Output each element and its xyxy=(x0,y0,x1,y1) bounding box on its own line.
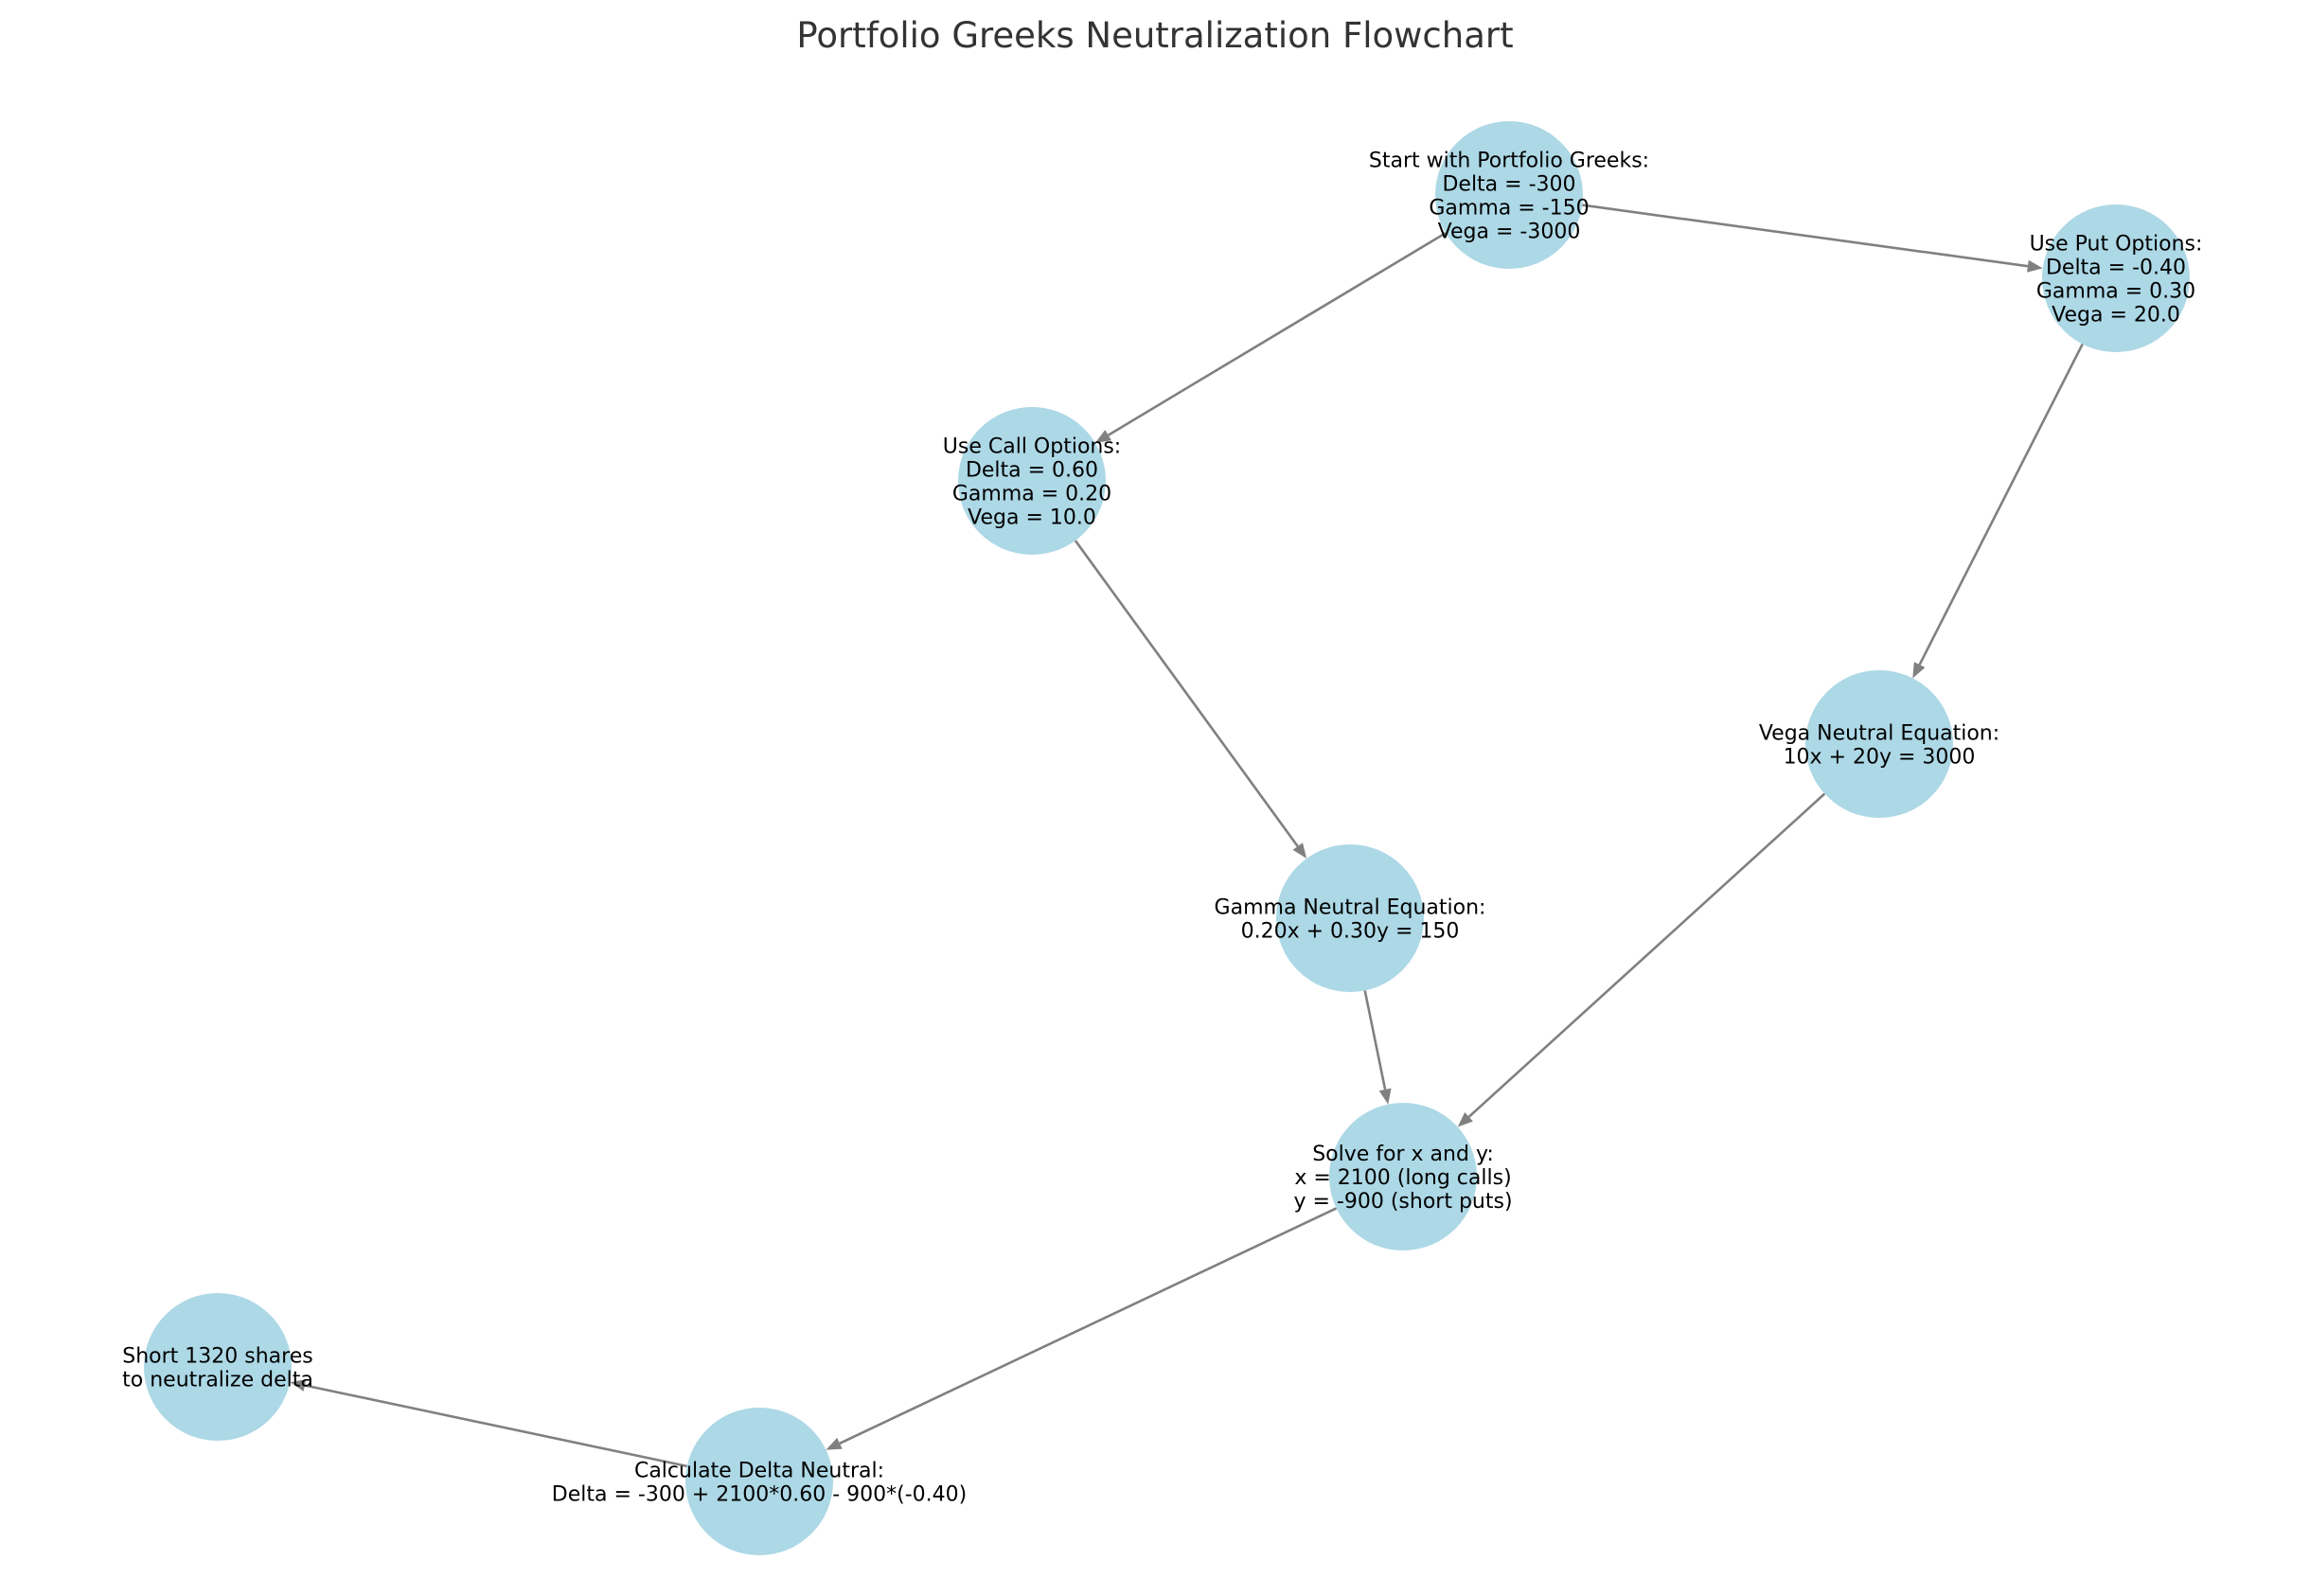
nodes-layer: Start with Portfolio Greeks:Delta = -300… xyxy=(122,121,2202,1555)
node-circle xyxy=(144,1293,292,1441)
node-circle xyxy=(1435,121,1583,269)
node-label-line: Delta = 0.60 xyxy=(966,459,1098,483)
arrowhead-icon xyxy=(826,1437,843,1450)
node-label: Solve for x and y:x = 2100 (long calls)y… xyxy=(1293,1143,1512,1214)
node-label-line: Vega Neutral Equation: xyxy=(1759,722,1999,746)
node-start: Start with Portfolio Greeks:Delta = -300… xyxy=(1369,121,1649,269)
node-label-line: Delta = -300 + 2100*0.60 - 900*(-0.40) xyxy=(552,1483,967,1507)
edges-layer xyxy=(290,204,2084,1468)
edge-put-to-vega xyxy=(1912,343,2084,679)
node-label-line: Start with Portfolio Greeks: xyxy=(1369,150,1649,173)
edge-line xyxy=(1582,204,2029,268)
arrowhead-icon xyxy=(1378,1088,1392,1105)
node-label-line: Gamma Neutral Equation: xyxy=(1215,896,1486,920)
node-label-line: to neutralize delta xyxy=(122,1369,313,1392)
node-circle xyxy=(1276,844,1424,992)
edge-solve-to-delta xyxy=(826,1207,1338,1450)
figure-title: Portfolio Greeks Neutralization Flowchar… xyxy=(796,15,1513,56)
arrowhead-icon xyxy=(1457,1112,1473,1127)
edge-vega-to-solve xyxy=(1457,792,1826,1127)
node-label-line: Vega = 10.0 xyxy=(968,506,1096,530)
node-gamma: Gamma Neutral Equation:0.20x + 0.30y = 1… xyxy=(1215,844,1486,992)
node-label-line: Gamma = 0.30 xyxy=(2036,280,2195,304)
edge-line xyxy=(304,1384,687,1468)
node-label: Start with Portfolio Greeks:Delta = -300… xyxy=(1369,150,1649,244)
arrowhead-icon xyxy=(1094,430,1111,443)
node-label-line: Gamma = 0.20 xyxy=(952,483,1111,506)
arrowhead-icon xyxy=(1292,842,1307,859)
node-label-line: Vega = -3000 xyxy=(1438,221,1581,244)
node-circle xyxy=(958,407,1106,555)
node-label-line: 10x + 20y = 3000 xyxy=(1784,746,1976,770)
node-vega: Vega Neutral Equation:10x + 20y = 3000 xyxy=(1759,670,1999,818)
edge-delta-to-short xyxy=(290,1379,687,1468)
arrowhead-icon xyxy=(1912,662,1926,679)
edge-line xyxy=(1363,990,1387,1091)
edge-gamma-to-solve xyxy=(1363,990,1392,1105)
node-label: Calculate Delta Neutral:Delta = -300 + 2… xyxy=(552,1460,967,1507)
node-circle xyxy=(685,1408,833,1555)
node-label-line: y = -900 (short puts) xyxy=(1293,1190,1512,1214)
edge-line xyxy=(1918,343,2084,665)
node-label-line: Delta = -0.40 xyxy=(2046,257,2186,280)
edge-start-to-call xyxy=(1094,231,1447,443)
node-solve: Solve for x and y:x = 2100 (long calls)y… xyxy=(1293,1103,1513,1250)
edge-line xyxy=(839,1207,1338,1445)
node-label-line: Use Call Options: xyxy=(943,435,1121,459)
edge-call-to-gamma xyxy=(1074,540,1307,859)
node-label-line: Use Put Options: xyxy=(2030,233,2203,257)
node-label: Gamma Neutral Equation:0.20x + 0.30y = 1… xyxy=(1215,896,1486,944)
node-circle xyxy=(2042,204,2190,352)
node-label-line: 0.20x + 0.30y = 150 xyxy=(1241,920,1460,944)
node-label-line: Calculate Delta Neutral: xyxy=(634,1460,884,1483)
node-label: Vega Neutral Equation:10x + 20y = 3000 xyxy=(1759,722,1999,770)
edge-start-to-put xyxy=(1582,204,2043,273)
node-label-line: x = 2100 (long calls) xyxy=(1294,1166,1511,1190)
node-circle xyxy=(1805,670,1953,818)
arrowhead-icon xyxy=(2027,259,2043,273)
arrowhead-icon xyxy=(290,1379,307,1392)
node-label-line: Short 1320 shares xyxy=(122,1345,312,1369)
node-label-line: Delta = -300 xyxy=(1442,173,1575,197)
edge-line xyxy=(1107,231,1447,436)
edge-line xyxy=(1467,792,1826,1118)
node-delta: Calculate Delta Neutral:Delta = -300 + 2… xyxy=(552,1408,967,1555)
node-label-line: Gamma = -150 xyxy=(1429,197,1589,221)
node-label-line: Solve for x and y: xyxy=(1312,1143,1494,1166)
node-circle xyxy=(1329,1103,1477,1250)
node-label-line: Vega = 20.0 xyxy=(2052,304,2180,328)
edge-line xyxy=(1074,540,1299,847)
